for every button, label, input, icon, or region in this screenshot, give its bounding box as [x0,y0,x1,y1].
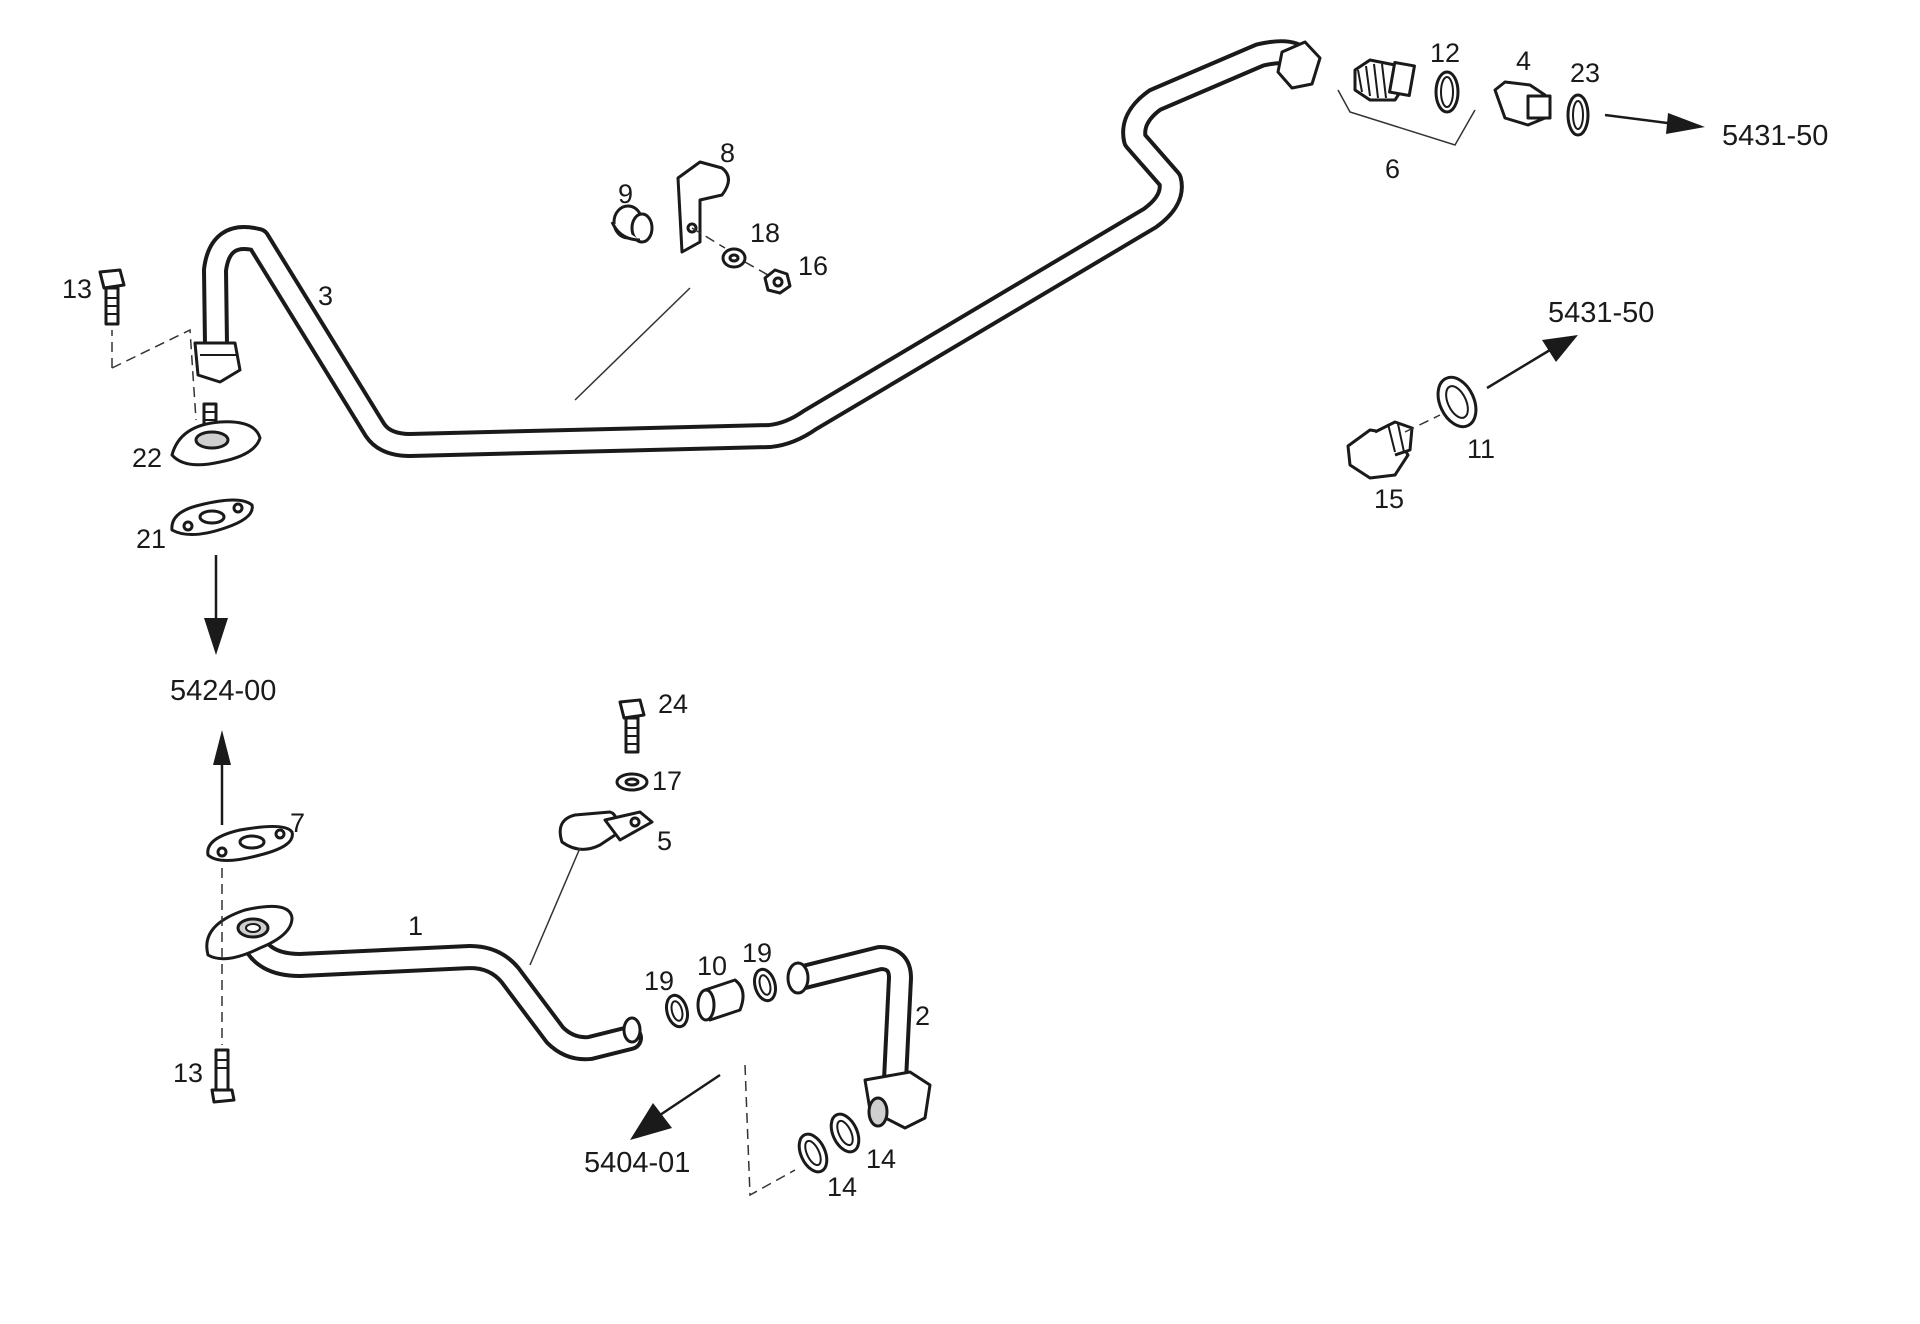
callout-7: 7 [290,808,305,838]
plug-15 [1346,420,1414,480]
nut-16 [763,268,792,295]
dash-15-11 [1404,414,1441,433]
callout-3: 3 [318,281,333,311]
washer-23 [1566,93,1590,137]
arrow-to-5424-down [204,555,228,655]
leader-pipe1-clip [529,847,581,966]
flange-22 [170,402,262,467]
pipe-1-flange [205,904,294,961]
sleeve-10 [696,978,745,1022]
callout-6: 6 [1385,154,1400,184]
washer-18 [721,247,747,269]
callout-5: 5 [657,826,672,856]
gasket-21 [170,498,254,536]
gasket-7 [206,825,294,862]
bolt-13-lower [210,1048,236,1104]
arrow-to-5431-top [1604,113,1705,134]
callout-10: 10 [697,951,727,981]
callout-21: 21 [136,524,166,554]
bracket-6 [1337,89,1476,146]
bolt-24 [618,698,646,754]
dash-pipe1-14 [744,1064,796,1197]
callout-16: 16 [798,251,828,281]
arrow-to-5431-mid [1486,335,1578,390]
callout-11: 11 [1467,434,1495,464]
pipe-2-elbow [863,1070,932,1130]
ref-5431-50-top: 5431-50 [1722,120,1828,152]
callout-13-lower: 13 [173,1058,203,1088]
callout-18: 18 [750,218,780,248]
pipe-3-nut-left [193,341,242,384]
fitting-4 [1493,80,1552,127]
dash-13-to-22 [111,328,197,421]
o-ring-19-left [664,993,690,1029]
sleeve-9 [610,204,654,244]
callout-15: 15 [1374,484,1404,514]
callout-23: 23 [1570,58,1600,88]
dash-18-16 [744,261,769,276]
washer-11 [1436,375,1478,429]
callout-12: 12 [1430,38,1460,68]
callout-24: 24 [658,689,688,719]
callout-14-right: 14 [866,1144,896,1174]
ref-5404-01: 5404-01 [584,1147,690,1179]
ref-5431-50-mid: 5431-50 [1548,297,1654,329]
washer-14-left [797,1132,829,1174]
arrow-to-5404 [630,1073,721,1140]
callout-22: 22 [132,443,162,473]
bolt-13-upper [98,268,126,326]
callout-1: 1 [408,911,423,941]
callout-13-upper: 13 [62,274,92,304]
washer-14-right [829,1112,861,1154]
o-ring-12 [1434,70,1460,114]
callout-19-left: 19 [644,966,674,996]
pipe-2 [786,945,913,1093]
callout-4: 4 [1516,46,1531,76]
callout-19-right: 19 [742,938,772,968]
callout-14-left: 14 [827,1172,857,1202]
pipe-3 [202,39,1313,458]
pipe-1 [239,925,643,1062]
leader-pipe3-clip [574,287,691,401]
pipe-3-nut-right [1276,40,1322,90]
ref-5424-00: 5424-00 [170,675,276,707]
callout-8: 8 [720,138,735,168]
o-ring-19-right [752,967,778,1003]
washer-17 [615,772,649,792]
arrow-to-5424-up [213,730,231,825]
clip-8 [676,160,730,254]
callout-9: 9 [618,179,633,209]
callout-17: 17 [652,766,682,796]
adapter-6 [1353,58,1416,102]
callout-2: 2 [915,1001,930,1031]
clip-5 [558,810,654,851]
dash-8-18 [691,227,726,249]
